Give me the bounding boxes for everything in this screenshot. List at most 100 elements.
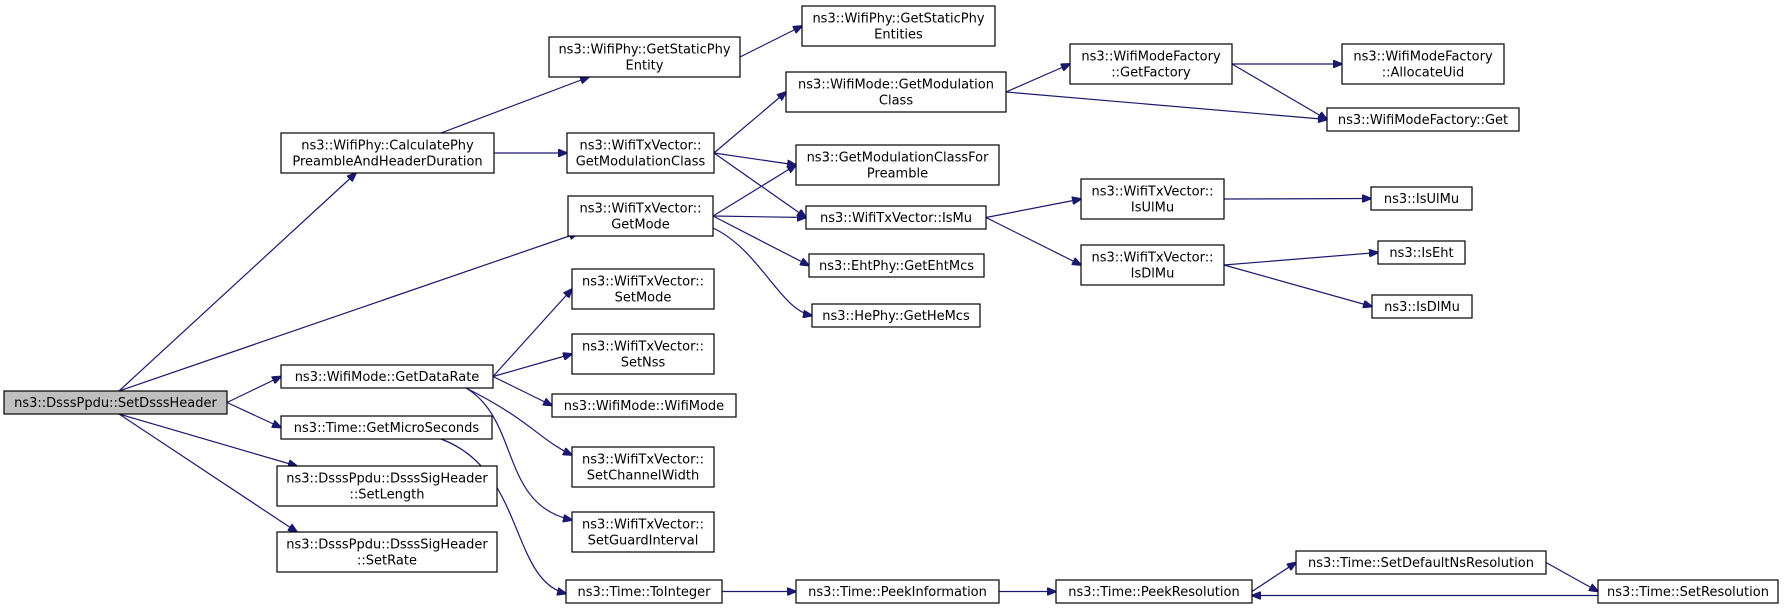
- node-label: Class: [879, 94, 913, 109]
- node-label: ns3::WifiModeFactory: [1081, 50, 1221, 65]
- node-setrate[interactable]: ns3::DsssPpdu::DsssSigHeader::SetRate: [276, 531, 498, 573]
- node-setdefns[interactable]: ns3::Time::SetDefaultNsResolution: [1295, 550, 1547, 575]
- node-box: [1080, 244, 1225, 286]
- node-label: ns3::WifiTxVector::: [1091, 185, 1213, 200]
- edge-ismu-to-isdlmu_tx: [985, 216, 1081, 266]
- node-isulmu[interactable]: ns3::IsUlMu: [1370, 186, 1473, 211]
- node-label: ns3::DsssPpdu::SetDsssHeader: [14, 396, 217, 411]
- edge-peekres-to-setdefns: [1251, 563, 1296, 593]
- node-label: ns3::Time::GetMicroSeconds: [294, 421, 480, 436]
- node-tointeger[interactable]: ns3::Time::ToInteger: [565, 579, 723, 604]
- node-box: [1055, 579, 1253, 604]
- node-setgi[interactable]: ns3::WifiTxVector::SetGuardInterval: [571, 511, 715, 553]
- node-label: ns3::WifiTxVector::: [582, 340, 704, 355]
- node-label: ::GetFactory: [1111, 66, 1191, 81]
- node-box: [276, 465, 498, 507]
- node-label: IsDlMu: [1131, 267, 1175, 282]
- edge-getmodclassmode-to-wmfget: [1005, 91, 1327, 120]
- node-gethemcs[interactable]: ns3::HePhy::GetHeMcs: [811, 303, 981, 328]
- edge-calcphy-to-getstaticent: [440, 77, 589, 134]
- edge-getmodclasstx-to-ismu: [713, 152, 806, 218]
- node-getmodetx[interactable]: ns3::WifiTxVector::GetMode: [567, 195, 714, 237]
- node-wifimode[interactable]: ns3::WifiMode::WifiMode: [551, 393, 737, 418]
- node-getmodclasstx[interactable]: ns3::WifiTxVector::GetModulationClass: [566, 132, 715, 174]
- edge-getmodetx-to-getmodclasspre: [712, 165, 796, 217]
- node-setlength[interactable]: ns3::DsssPpdu::DsssSigHeader::SetLength: [276, 465, 498, 507]
- node-box: [567, 195, 714, 237]
- node-label: ::AllocateUid: [1382, 66, 1464, 81]
- edge-getmicro-to-tointeger: [440, 438, 566, 594]
- node-setdsss[interactable]: ns3::DsssPpdu::SetDsssHeader: [3, 390, 228, 415]
- node-box: [571, 511, 715, 553]
- node-isulmu_tx[interactable]: ns3::WifiTxVector::IsUlMu: [1080, 178, 1225, 220]
- node-label: GetModulationClass: [576, 155, 706, 170]
- edge-getmodetx-to-gethemcs: [712, 227, 812, 316]
- node-label: ns3::Time::ToInteger: [577, 585, 711, 600]
- node-box: [571, 268, 715, 310]
- node-box: [801, 5, 996, 47]
- edges-layer: [118, 26, 1598, 596]
- node-setchw[interactable]: ns3::WifiTxVector::SetChannelWidth: [571, 446, 715, 488]
- node-label: ns3::EhtPhy::GetEhtMcs: [819, 259, 974, 274]
- node-label: ns3::IsEht: [1389, 246, 1453, 261]
- edge-setdefns-to-setres: [1545, 561, 1598, 592]
- node-label: PreambleAndHeaderDuration: [292, 155, 482, 170]
- node-setres[interactable]: ns3::Time::SetResolution: [1597, 579, 1779, 604]
- edge-setdsss-to-getmodetx: [118, 233, 578, 392]
- edge-isdlmu_tx-to-iseht: [1223, 253, 1378, 266]
- node-isdlmu[interactable]: ns3::IsDlMu: [1371, 294, 1473, 319]
- node-wmfget[interactable]: ns3::WifiModeFactory::Get: [1326, 107, 1520, 132]
- edge-getdatarate-to-setmode: [492, 289, 572, 377]
- node-label: ns3::WifiPhy::GetStaticPhy: [558, 43, 730, 58]
- node-peekinfo[interactable]: ns3::Time::PeekInformation: [795, 579, 1000, 604]
- node-calcphy[interactable]: ns3::WifiPhy::CalculatePhyPreambleAndHea…: [280, 132, 495, 174]
- node-isdlmu_tx[interactable]: ns3::WifiTxVector::IsDlMu: [1080, 244, 1225, 286]
- node-getehtmcs[interactable]: ns3::EhtPhy::GetEhtMcs: [808, 253, 985, 278]
- node-box: [1326, 107, 1520, 132]
- node-getmodclassmode[interactable]: ns3::WifiMode::GetModulationClass: [785, 71, 1007, 113]
- node-iseht[interactable]: ns3::IsEht: [1377, 240, 1466, 265]
- edge-isulmu_tx-to-isulmu: [1223, 199, 1371, 200]
- node-label: ns3::WifiTxVector::: [582, 453, 704, 468]
- edge-getstaticent-to-getstaticents: [739, 26, 802, 58]
- node-label: ::SetLength: [350, 488, 425, 503]
- node-label: ns3::IsUlMu: [1384, 192, 1459, 207]
- edge-getmodetx-to-ismu: [712, 216, 806, 218]
- node-label: ns3::WifiTxVector::: [582, 275, 704, 290]
- edge-setdsss-to-getdatarate: [226, 377, 281, 404]
- edge-getdatarate-to-setgi: [465, 387, 572, 520]
- edge-getfactory-to-wmfget: [1231, 63, 1327, 120]
- node-label: ns3::WifiTxVector::: [579, 139, 701, 154]
- node-label: GetMode: [611, 218, 670, 233]
- node-label: SetNss: [621, 356, 666, 371]
- node-box: [1377, 240, 1466, 265]
- node-label: ns3::Time::SetDefaultNsResolution: [1308, 556, 1534, 571]
- node-getmicro[interactable]: ns3::Time::GetMicroSeconds: [280, 415, 493, 440]
- node-setnss[interactable]: ns3::WifiTxVector::SetNss: [571, 333, 715, 375]
- edge-ismu-to-isulmu_tx: [985, 199, 1081, 219]
- node-label: ns3::DsssPpdu::DsssSigHeader: [286, 538, 488, 553]
- node-peekres[interactable]: ns3::Time::PeekResolution: [1055, 579, 1253, 604]
- node-box: [1341, 43, 1505, 85]
- node-box: [571, 446, 715, 488]
- edge-setdsss-to-setrate: [118, 413, 297, 532]
- node-box: [1371, 294, 1473, 319]
- nodes-layer: ns3::DsssPpdu::SetDsssHeader ns3::WifiPhy…: [3, 5, 1779, 604]
- node-label: ns3::Time::PeekResolution: [1068, 585, 1239, 600]
- node-getfactory[interactable]: ns3::WifiModeFactory::GetFactory: [1069, 43, 1233, 85]
- node-getdatarate[interactable]: ns3::WifiMode::GetDataRate: [280, 364, 494, 389]
- node-label: ns3::DsssPpdu::DsssSigHeader: [286, 472, 488, 487]
- node-label: ns3::WifiMode::GetModulation: [798, 78, 994, 93]
- node-allocuid[interactable]: ns3::WifiModeFactory::AllocateUid: [1341, 43, 1505, 85]
- node-setmode[interactable]: ns3::WifiTxVector::SetMode: [571, 268, 715, 310]
- node-label: ns3::WifiTxVector::IsMu: [820, 211, 972, 226]
- node-label: SetMode: [615, 291, 672, 306]
- node-label: Preamble: [867, 167, 928, 182]
- edge-setdsss-to-calcphy: [118, 173, 356, 392]
- node-ismu[interactable]: ns3::WifiTxVector::IsMu: [805, 205, 987, 230]
- node-label: ns3::HePhy::GetHeMcs: [822, 309, 970, 324]
